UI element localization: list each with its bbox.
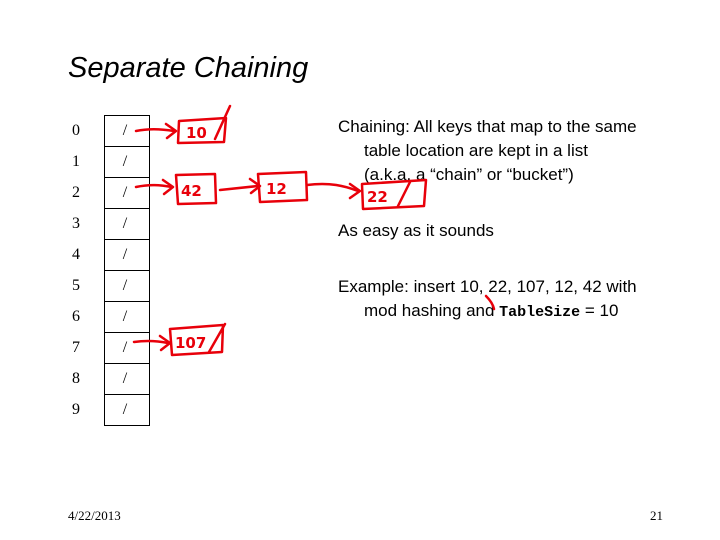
table-cell: / [104,301,150,332]
text-fragment: mod hashing and [364,301,500,320]
node-box [168,323,225,357]
slot2-key: 42 [181,182,202,200]
slide-title: Separate Chaining [68,52,309,84]
table-cell: / [104,394,150,426]
text-line: Chaining: All keys that map to the same [338,117,637,136]
null-pointer: / [122,122,128,139]
index-label: 4 [72,246,80,263]
slide-number: 21 [650,508,663,523]
index-label: 5 [72,277,80,294]
null-pointer: / [122,277,128,294]
index-label: 3 [72,215,80,232]
node-box [176,116,228,145]
null-pointer: / [122,308,128,325]
index-label: 8 [72,370,80,387]
bullet-easy: As easy as it sounds [338,219,708,243]
text-line: (a.k.a. a “chain” or “bucket”) [364,165,574,184]
arrow-head [158,334,172,352]
table-cell: / [104,332,150,363]
index-label: 9 [72,401,80,418]
node-box [256,170,309,204]
text-line: table location are kept in a list [364,141,588,160]
table-cell: / [104,115,150,146]
text-line: mod hashing and TableSize = 10 [338,301,619,321]
table-cell: / [104,177,150,208]
null-pointer: / [122,246,128,263]
slot0-key: 10 [186,124,207,142]
text-line: Example: insert 10, 22, 107, 12, 42 with [338,277,637,296]
null-pointer: / [122,401,128,418]
footer-date: 4/22/2013 [68,508,121,523]
null-pointer: / [122,184,128,201]
index-label: 2 [72,184,80,201]
index-label: 6 [72,308,80,325]
index-label: 1 [72,153,80,170]
bullet-chaining: Chaining: All keys that map to the same … [338,115,708,187]
arrow-head [164,122,178,140]
arrow-head [161,178,175,196]
null-pointer: / [122,215,128,232]
node-box [174,172,218,206]
index-column: 0 1 2 3 4 5 6 7 8 9 [72,115,92,425]
bullet-example: Example: insert 10, 22, 107, 12, 42 with… [338,275,708,325]
table-cell: / [104,146,150,177]
arrow-head [248,177,262,195]
null-slash [213,104,232,141]
table-cell: / [104,239,150,270]
slot2-key: 12 [266,180,287,198]
table-cell: / [104,363,150,394]
code-tablesize: TableSize [499,304,581,321]
hash-table: / / / / / / / / / / [104,115,150,426]
slot7-key: 107 [175,334,206,352]
text-fragment: = 10 [580,301,619,320]
null-slash [207,322,227,354]
text-line: As easy as it sounds [338,221,494,240]
null-pointer: / [122,339,128,356]
null-pointer: / [122,153,128,170]
null-pointer: / [122,370,128,387]
index-label: 7 [72,339,80,356]
table-cell: / [104,270,150,301]
arrow-line [218,184,260,192]
slide-body: Chaining: All keys that map to the same … [338,115,708,325]
index-label: 0 [72,122,80,139]
table-cell: / [104,208,150,239]
